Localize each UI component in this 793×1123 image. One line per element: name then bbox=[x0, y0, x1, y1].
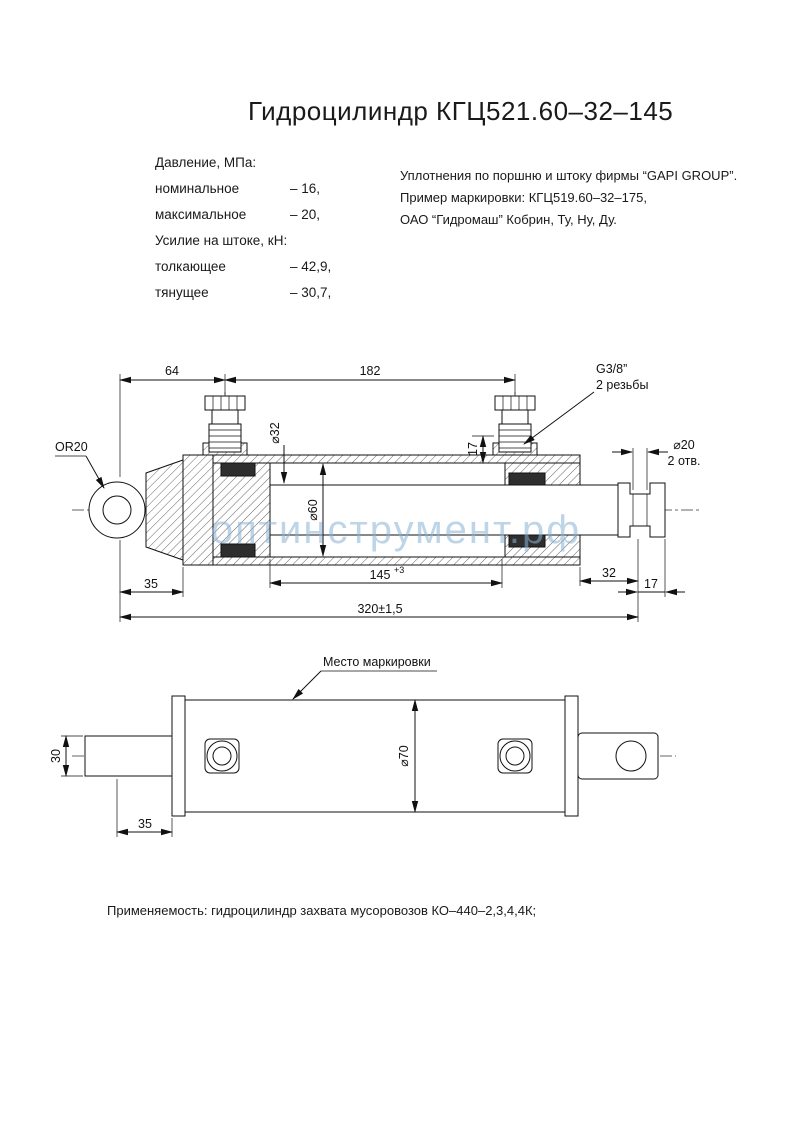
plug-right bbox=[497, 738, 533, 774]
spec-row: тянущее – 30,7, bbox=[155, 280, 395, 306]
spec-label: тянущее bbox=[155, 285, 209, 300]
dim-17-right: 17 bbox=[644, 577, 658, 591]
spec-value: – 42,9, bbox=[290, 259, 332, 274]
plug-left bbox=[204, 738, 240, 774]
spec-row: максимальное – 20, bbox=[155, 202, 395, 228]
port-leader bbox=[523, 391, 595, 445]
main-section-view: 64 182 G3/8” 2 резьбы ⌀32 17 ⌀60 bbox=[55, 362, 700, 622]
rear-cap bbox=[182, 454, 214, 566]
port-thread-note: 2 резьбы bbox=[596, 378, 648, 392]
dim-64: 64 bbox=[165, 364, 179, 378]
tube-wall-bottom bbox=[182, 556, 581, 566]
spec-value: – 16, bbox=[290, 181, 321, 196]
note-line: Уплотнения по поршню и штоку фирмы “GAPI… bbox=[400, 168, 738, 183]
dim-hole-note: 2 отв. bbox=[668, 454, 701, 468]
note-line: ОАО “Гидромаш” Кобрин, Ту, Ну, Ду. bbox=[400, 212, 617, 227]
dim-hole: ⌀20 bbox=[673, 438, 694, 452]
piston-rod bbox=[269, 484, 619, 536]
dim-17-top: 17 bbox=[466, 442, 480, 456]
specs-block: Давление, МПа: номинальное – 16, максима… bbox=[155, 150, 395, 306]
dim-rod-diameter: ⌀32 bbox=[268, 422, 282, 443]
spec-row: номинальное – 16, bbox=[155, 176, 395, 202]
flange-left bbox=[171, 695, 186, 817]
flange-right bbox=[564, 695, 579, 817]
application-note: Применяемость: гидроцилиндр захвата мусо… bbox=[107, 903, 537, 918]
dim-145: 145 bbox=[370, 568, 391, 582]
dim-32: 32 bbox=[602, 566, 616, 580]
piston-seal-bottom bbox=[220, 543, 256, 558]
rod-end bbox=[617, 482, 666, 538]
dim-35-bottom: 35 bbox=[138, 817, 152, 831]
rod-end-hole bbox=[615, 740, 647, 772]
spec-label: максимальное bbox=[155, 207, 247, 222]
port-fitting-left bbox=[202, 395, 248, 456]
force-header: Усилие на штоке, кН: bbox=[155, 233, 288, 248]
spec-value: – 30,7, bbox=[290, 285, 332, 300]
rod-seal-top bbox=[508, 472, 546, 486]
piston bbox=[212, 462, 271, 558]
bottom-outline-view: Место маркировки ⌀70 30 35 bbox=[49, 655, 676, 837]
note-line: Пример маркировки: КГЦ519.60–32–175, bbox=[400, 190, 647, 205]
dim-145-tolerance: +3 bbox=[394, 565, 404, 575]
rod-stub-left bbox=[84, 735, 173, 777]
dim-overall: 320±1,5 bbox=[357, 602, 402, 616]
eye-label: OR20 bbox=[55, 440, 88, 454]
marking-leader bbox=[292, 670, 322, 700]
watermark: оптинструмент.рф bbox=[211, 508, 581, 552]
spec-label: номинальное bbox=[155, 181, 240, 196]
spec-label: толкающее bbox=[155, 259, 226, 274]
pressure-header: Давление, МПа: bbox=[155, 155, 257, 170]
rod-eye-bore bbox=[102, 495, 132, 525]
dim-35: 35 bbox=[144, 577, 158, 591]
spec-value: – 20, bbox=[290, 207, 321, 222]
port-fitting-right bbox=[492, 395, 538, 456]
piston-seal-top bbox=[220, 462, 256, 477]
drawing-title: Гидроцилиндр КГЦ521.60–32–145 bbox=[248, 96, 674, 126]
dimensions-main: 64 182 G3/8” 2 резьбы ⌀32 17 ⌀60 bbox=[55, 362, 700, 622]
dim-30: 30 bbox=[49, 749, 63, 763]
dim-182: 182 bbox=[360, 364, 381, 378]
marking-label: Место маркировки bbox=[323, 655, 431, 669]
dim-body-dia: ⌀70 bbox=[397, 745, 411, 766]
spec-row: толкающее – 42,9, bbox=[155, 254, 395, 280]
tube-wall-top bbox=[182, 454, 581, 464]
dim-bore: ⌀60 bbox=[306, 499, 320, 520]
notes-block: Уплотнения по поршню и штоку фирмы “GAPI… bbox=[400, 165, 740, 231]
port-thread-label: G3/8” bbox=[596, 362, 627, 376]
eye-leader bbox=[85, 455, 105, 489]
clevis-lug bbox=[145, 459, 184, 561]
rod-seal-bottom bbox=[508, 534, 546, 548]
